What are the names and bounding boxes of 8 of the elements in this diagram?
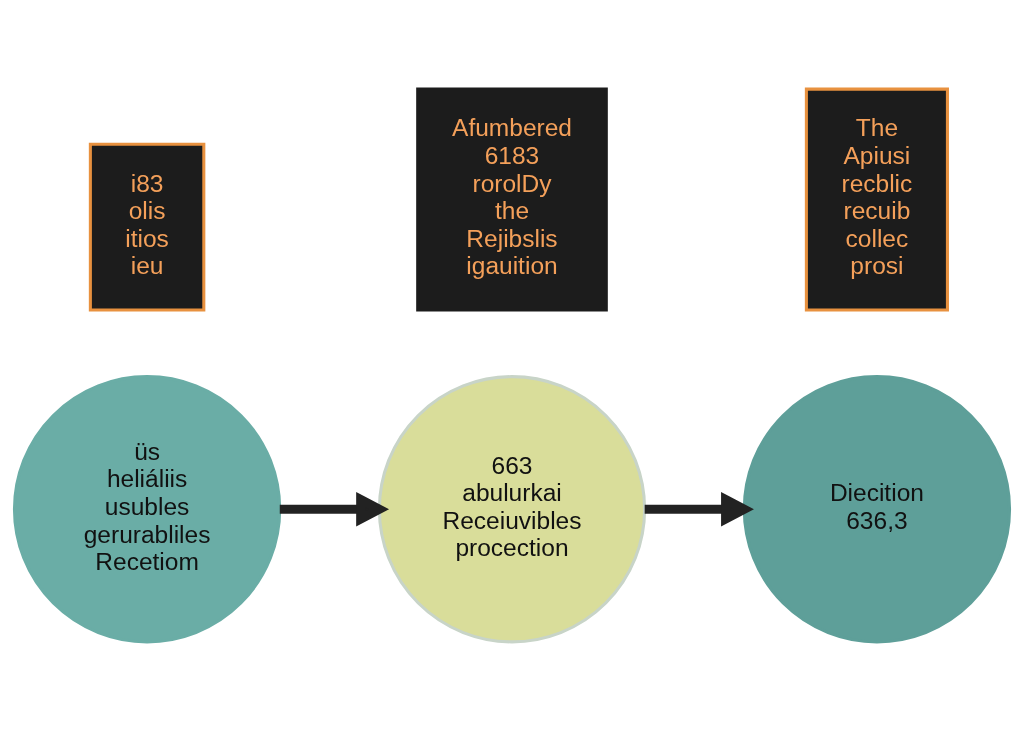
node-box: Afumbered 6183 rorolDy the Rejibslis igauition bbox=[416, 87, 608, 311]
node-box: The Apiusi recblic recuib collec prosi bbox=[804, 87, 949, 311]
node-circle: Diecition 636,3 bbox=[742, 374, 1012, 643]
arrow bbox=[279, 491, 390, 526]
node-box: i83 olis itios ieu bbox=[88, 142, 206, 311]
arrow bbox=[644, 491, 754, 526]
node-circle: üs heliáliis usubles gerurabliles Recetiom bbox=[12, 374, 282, 643]
node-circle: 663 abulurkai Receiuvibles procection bbox=[377, 374, 647, 643]
